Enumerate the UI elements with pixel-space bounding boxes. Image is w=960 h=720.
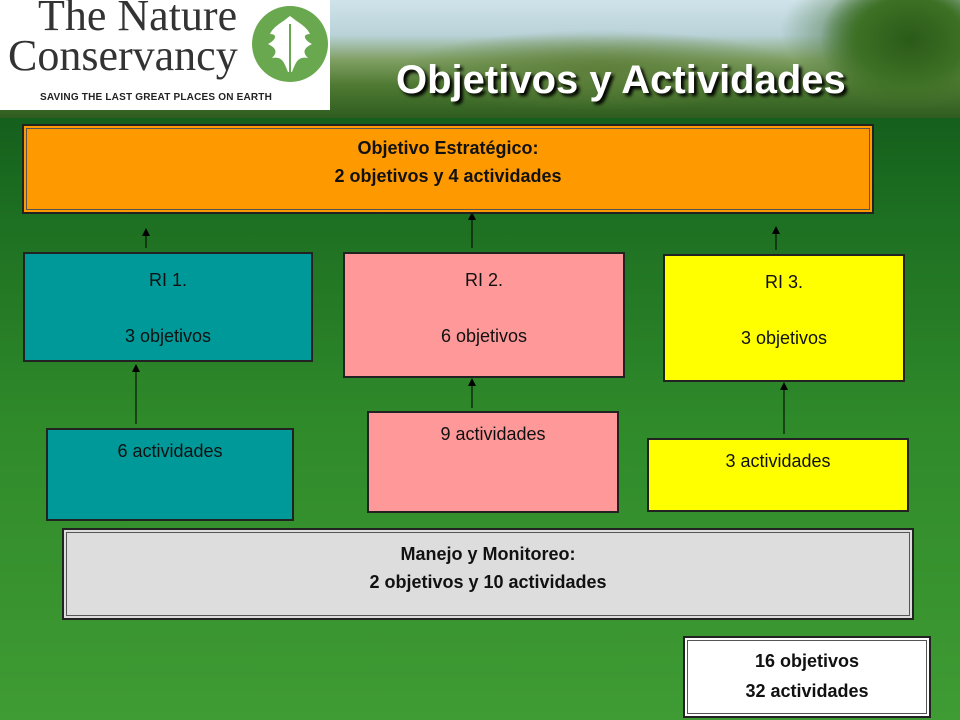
management-box: Manejo y Monitoreo: 2 objetivos y 10 act…	[62, 528, 914, 620]
totals-box: 16 objetivos 32 actividades	[683, 636, 931, 718]
ri2-objectives: 6 objetivos	[440, 326, 528, 346]
management-subtitle: 2 objetivos y 10 actividades	[369, 572, 607, 592]
ri3-label: RI 3.	[764, 272, 803, 292]
logo-line1: The Nature	[38, 0, 238, 40]
page-title: Objetivos y Actividades	[396, 58, 846, 102]
total-objectives: 16 objetivos	[754, 651, 860, 671]
ri1-label: RI 1.	[148, 270, 187, 290]
result-box-ri3: RI 3. 3 objetivos	[663, 254, 905, 382]
activities-2-label: 9 actividades	[440, 424, 546, 444]
strategic-subtitle: 2 objetivos y 4 actividades	[334, 166, 562, 186]
activities-box-1: 6 actividades	[46, 428, 294, 521]
ri2-label: RI 2.	[464, 270, 503, 290]
tree-canopy	[820, 0, 960, 118]
activities-1-label: 6 actividades	[117, 441, 223, 461]
activities-box-2: 9 actividades	[367, 411, 619, 513]
management-title: Manejo y Monitoreo:	[400, 544, 576, 564]
ri1-objectives: 3 objetivos	[124, 326, 212, 346]
strategic-title: Objetivo Estratégico:	[357, 138, 539, 158]
logo-tagline: SAVING THE LAST GREAT PLACES ON EARTH	[40, 92, 273, 103]
ri3-objectives: 3 objetivos	[740, 328, 828, 348]
logo-line2: Conservancy	[8, 31, 238, 80]
logo-wordmark: The Nature Conservancy	[8, 0, 258, 80]
oak-leaf-icon	[252, 6, 328, 82]
activities-3-label: 3 actividades	[725, 451, 831, 471]
total-activities: 32 actividades	[745, 681, 869, 701]
result-box-ri2: RI 2. 6 objetivos	[343, 252, 625, 378]
strategic-objective-box: Objetivo Estratégico: 2 objetivos y 4 ac…	[22, 124, 874, 214]
activities-box-3: 3 actividades	[647, 438, 909, 512]
logo: The Nature Conservancy SAVING THE LAST G…	[0, 0, 330, 110]
result-box-ri1: RI 1. 3 objetivos	[23, 252, 313, 362]
